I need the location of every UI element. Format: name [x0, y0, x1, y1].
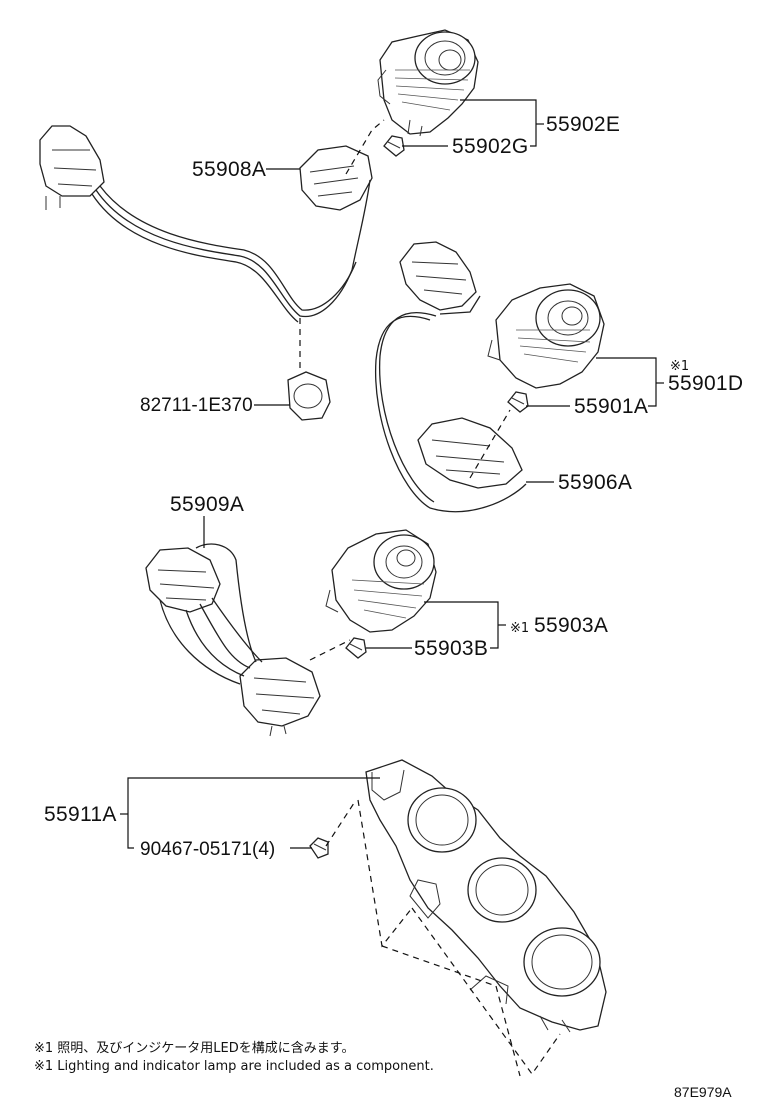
- leader-lines: [120, 99, 664, 849]
- harness-55908A: [39, 125, 373, 323]
- screw-55903B: [345, 637, 367, 659]
- diagram-code: 87E979A: [674, 1084, 732, 1100]
- footnote-english: ※1 Lighting and indicator lamp are inclu…: [34, 1059, 434, 1074]
- switch-55903A: [325, 529, 437, 633]
- harness-55906A: [374, 241, 527, 513]
- label-55901D: 55901D: [668, 372, 743, 395]
- screw-55901A: [507, 391, 529, 413]
- label-82711-1E370: 82711-1E370: [140, 395, 253, 416]
- switch-55901D: [487, 283, 605, 389]
- label-55902G: 55902G: [452, 135, 529, 158]
- label-55903A-mark: ※1: [510, 621, 529, 636]
- label-55902E: 55902E: [546, 113, 620, 136]
- label-55908A: 55908A: [192, 158, 266, 181]
- label-55903A: 55903A: [534, 614, 608, 637]
- label-55906A: 55906A: [558, 471, 632, 494]
- switch-55902E: [377, 29, 479, 137]
- label-55901D-mark: ※1: [670, 359, 689, 374]
- label-55909A: 55909A: [170, 493, 244, 516]
- screw-55902G: [383, 135, 405, 157]
- harness-55909A: [145, 543, 321, 737]
- assembly-lines: [299, 119, 561, 1077]
- footnote-japanese: ※1 照明、及びインジケータ用LEDを構成に含みます。: [34, 1040, 354, 1056]
- label-90467-05171: 90467-05171(4): [140, 839, 275, 860]
- screw-90467: [309, 837, 329, 859]
- label-55911A: 55911A: [44, 803, 117, 826]
- label-55901A: 55901A: [574, 395, 648, 418]
- panel-55911A: [365, 759, 607, 1033]
- label-55903B: 55903B: [414, 637, 488, 660]
- socket-82711-1E370: [287, 371, 331, 421]
